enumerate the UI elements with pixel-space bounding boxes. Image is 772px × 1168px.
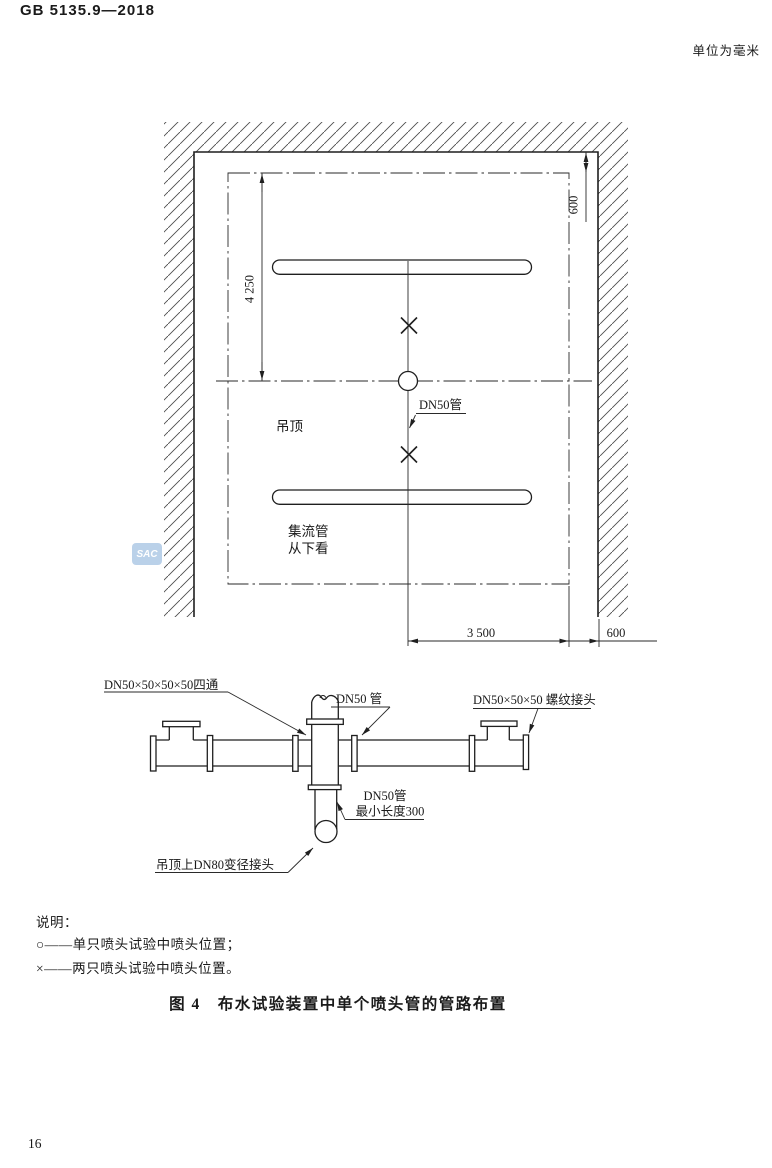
dimension-600-top: 600 [567,152,589,222]
plan-view: 4 250 600 3 500 600 [164,122,657,647]
right-end-flange [522,734,530,771]
collector-pipe-bottom [271,489,533,505]
dn80-reducer-circle [314,819,338,844]
legend-x-symbol: × [36,961,45,976]
room-boundary-centerline-rect [227,172,570,585]
dimension-600-bottom-text: 600 [607,626,626,640]
collector-pipe-top [271,259,533,275]
pipe-coupling-3 [351,734,358,772]
legend-item-single-sprinkler: ○——单只喷头试验中喷头位置； [36,933,241,953]
sac-watermark-logo: SAC [132,543,162,565]
pipe-coupling-2 [292,734,299,772]
cross-fitting-body [311,724,339,785]
svg-text:DN50×50×50×50四通: DN50×50×50×50四通 [104,678,219,692]
dimension-600-top-text: 600 [567,196,581,215]
pipe-assembly-labels: DN50×50×50×50四通 DN50 管 DN50×50×50 螺纹接头 D… [104,678,596,873]
unit-note: 单位为毫米 [692,44,760,58]
reducer-label: 吊顶上DN80变径接头 [155,847,314,873]
riser-pipe-with-break [306,694,344,726]
cross-fitting-label: DN50×50×50×50四通 [104,678,307,736]
dimension-4250-text: 4 250 [243,275,257,303]
collector-label-line1: 集流管 [288,524,329,539]
dimension-3500-600: 3 500 600 [408,586,657,647]
pipe-assembly [149,694,530,844]
left-tee-fitting [162,720,201,740]
two-sprinkler-position-x-lower [400,445,418,464]
wall-inner-face-line [193,151,599,617]
legend-item-two-sprinklers: ×——两只喷头试验中喷头位置。 [36,957,240,977]
dimension-4250: 4 250 [243,173,265,381]
wall-hatching [164,122,628,617]
collector-label-line2: 从下看 [288,541,329,556]
legend-circle-symbol: ○ [36,937,45,952]
figure-caption: 图 4 布水试验装置中单个喷头管的管路布置 [169,996,507,1013]
legend-item-text: ——单只喷头试验中喷头位置； [44,937,241,952]
svg-text:DN50×50×50 螺纹接头: DN50×50×50 螺纹接头 [473,692,596,707]
pipe-coupling-1 [206,734,214,772]
pipe-coupling-4 [468,734,476,772]
two-sprinkler-position-x-upper [400,316,418,335]
drop-pipe [307,784,342,844]
page-number: 16 [28,1136,42,1151]
right-tee-fitting [480,720,518,740]
legend-heading: 说明： [36,915,78,930]
single-sprinkler-position-circle [397,370,419,392]
dimension-3500-text: 3 500 [467,626,495,640]
threaded-tee-label: DN50×50×50 螺纹接头 [473,692,596,734]
standard-number: GB 5135.9—2018 [20,2,155,19]
svg-text:最小长度300: 最小长度300 [356,804,425,819]
svg-text:DN50 管: DN50 管 [336,691,382,706]
dn50-pipe-label: DN50 管 [331,691,391,736]
plan-dn50-pipe-label-text: DN50管 [419,397,462,412]
ceiling-label: 吊顶 [276,419,303,434]
min-length-label: DN50管 最小长度300 [336,788,425,820]
pipe-break-symbol [311,694,339,703]
svg-text:DN50管: DN50管 [363,788,406,803]
svg-text:吊顶上DN80变径接头: 吊顶上DN80变径接头 [156,857,274,872]
plan-dn50-pipe-label: DN50管 [409,397,466,429]
left-end-flange [149,735,157,772]
legend-item-text: ——两只喷头试验中喷头位置。 [44,961,241,976]
